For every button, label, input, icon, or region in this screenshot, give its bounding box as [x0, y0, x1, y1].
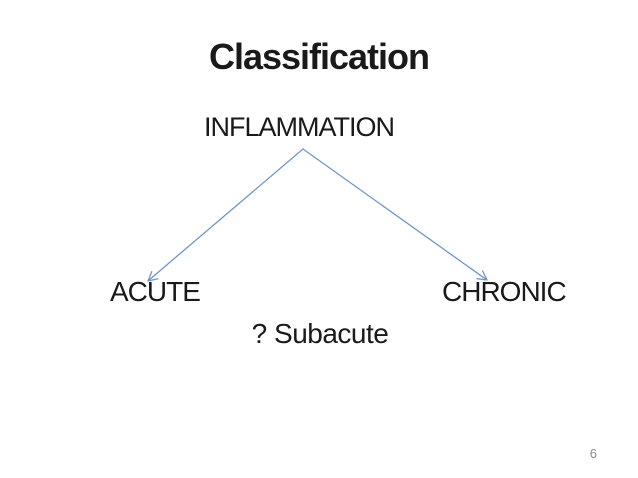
arrow-down-left-icon	[147, 148, 304, 282]
node-acute: ACUTE	[110, 276, 201, 307]
node-subacute: ? Subacute	[251, 318, 389, 349]
slide-title: Classification	[208, 36, 430, 77]
arrow-down-right-icon	[302, 148, 488, 281]
node-chronic: CHRONIC	[442, 276, 567, 307]
node-inflammation: INFLAMMATION	[204, 112, 395, 142]
page-number: 6	[589, 446, 597, 461]
